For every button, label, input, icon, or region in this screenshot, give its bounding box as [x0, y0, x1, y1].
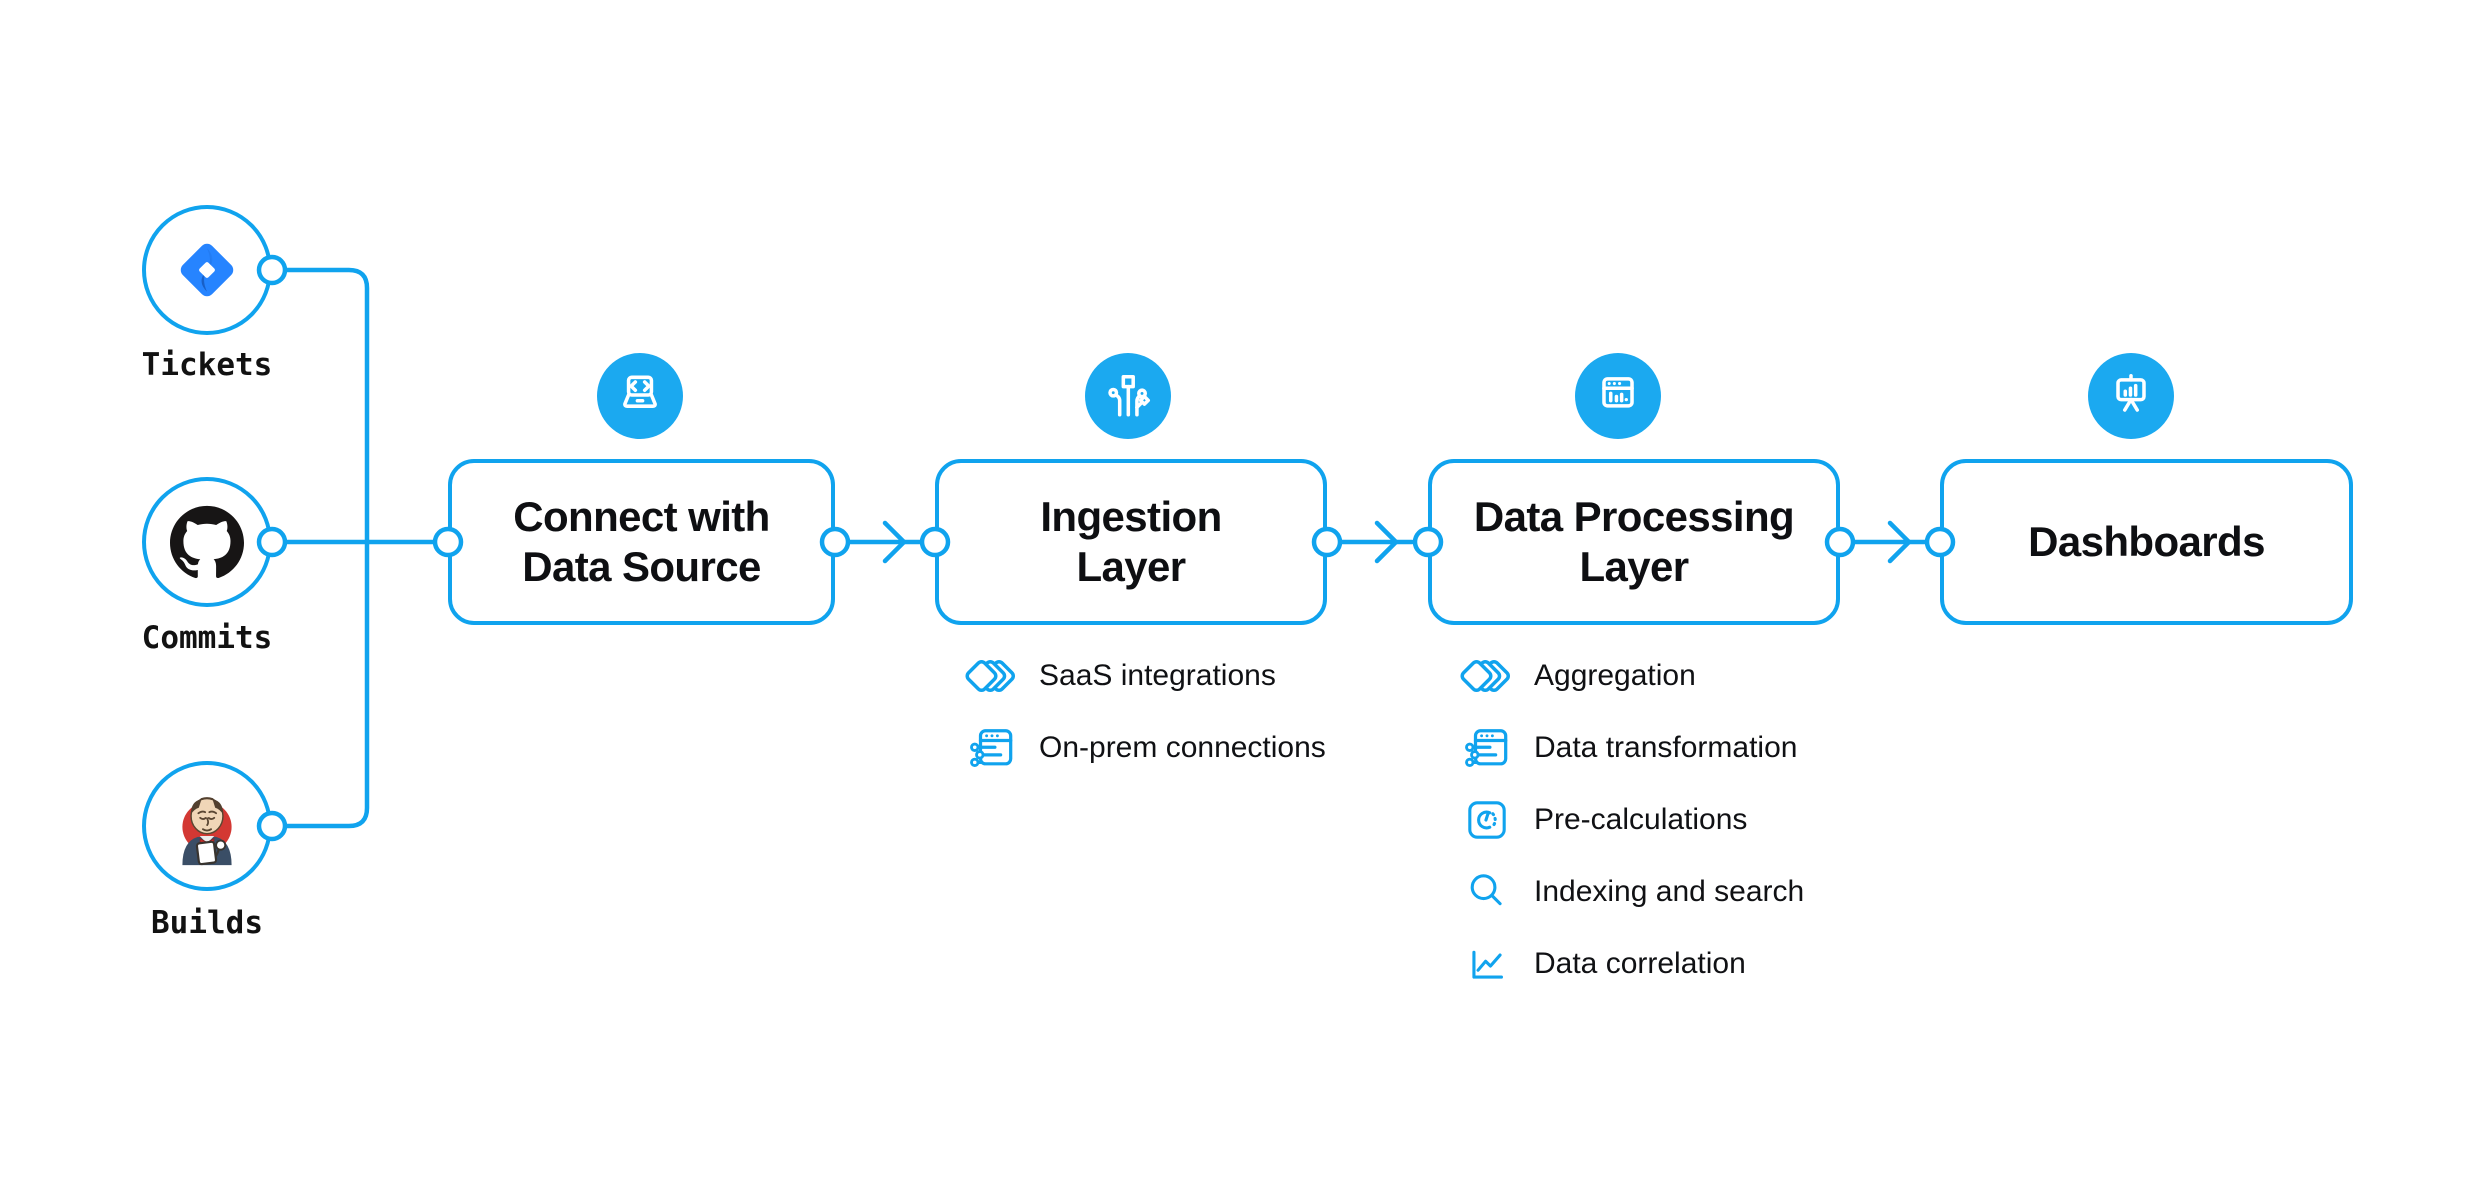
stage-badge-ingestion: [1085, 353, 1171, 439]
stage-box-ingestion: Ingestion Layer: [935, 459, 1327, 625]
source-node-commits: [142, 477, 272, 607]
stage-title: Data Processing Layer: [1473, 493, 1795, 590]
list-item: On-prem connections: [964, 712, 1326, 784]
source-label-commits: Commits: [141, 620, 273, 656]
window-chart-icon: [1602, 377, 1634, 408]
stage-title: Connect with Data Source: [513, 493, 770, 590]
ingestion-feature-list: SaaS integrations On-prem connections: [964, 640, 1326, 784]
list-item: Aggregation: [1459, 640, 1804, 712]
diamonds-icon: [964, 655, 1020, 697]
list-item: Data correlation: [1459, 928, 1804, 1000]
stage-title: Ingestion Layer: [1040, 493, 1222, 590]
stage-box-dashboards: Dashboards: [1940, 459, 2353, 625]
window-connections-icon: [964, 725, 1020, 771]
source-node-tickets: [142, 205, 272, 335]
diamonds-icon: [1459, 655, 1515, 697]
line-chart-icon: [1459, 942, 1515, 986]
list-item: Data transformation: [1459, 712, 1804, 784]
window-connections-icon: [1459, 725, 1515, 771]
source-label-builds: Builds: [151, 905, 263, 941]
gauge-icon: [1459, 798, 1515, 842]
list-item: Pre-calculations: [1459, 784, 1804, 856]
stage-box-connect: Connect with Data Source: [448, 459, 835, 625]
jira-icon: [180, 243, 234, 297]
github-icon: [170, 505, 244, 579]
stage-badge-processing: [1575, 353, 1661, 439]
stage-title: Dashboards: [2028, 518, 2265, 566]
stage-badge-dashboards: [2088, 353, 2174, 439]
jenkins-icon: [182, 797, 232, 866]
presentation-chart-icon: [2116, 373, 2146, 412]
list-item: SaaS integrations: [964, 640, 1326, 712]
stage-box-processing: Data Processing Layer: [1428, 459, 1840, 625]
stage-badge-connect: [597, 353, 683, 439]
source-node-builds: [142, 761, 272, 891]
processing-feature-list: Aggregation Data transformation: [1459, 640, 1804, 1000]
laptop-code-icon: [623, 375, 657, 408]
list-item: Indexing and search: [1459, 856, 1804, 928]
source-label-tickets: Tickets: [141, 347, 273, 383]
search-icon: [1459, 870, 1515, 914]
circuit-icon: [1108, 375, 1150, 417]
